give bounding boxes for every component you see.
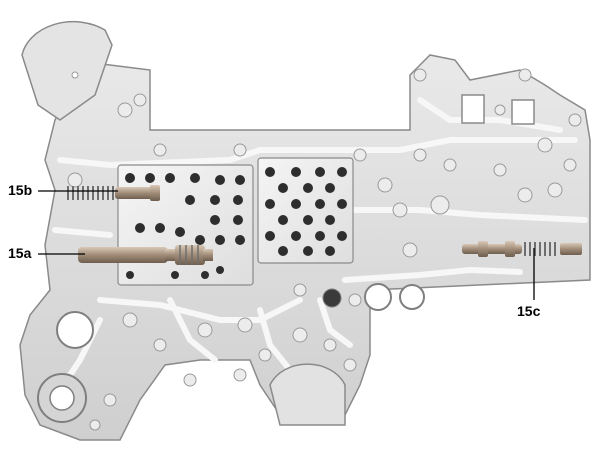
coil-spring: [67, 186, 114, 200]
pad-left-holes: [125, 173, 245, 279]
callout-15a: 15a: [8, 245, 32, 261]
callout-15c: 15c: [517, 303, 541, 319]
callout-15b: 15b: [8, 182, 33, 198]
valve-15a: [78, 245, 224, 274]
valve-15c: [462, 241, 582, 257]
spool-valve: [78, 247, 168, 263]
leader-lines: [38, 190, 535, 300]
bores: [37, 94, 535, 426]
pad-right-holes: [265, 167, 347, 256]
valve-15b: [67, 185, 160, 201]
coil-spring: [524, 242, 556, 256]
round-cover: [21, 20, 113, 121]
spool-valve: [115, 187, 155, 199]
